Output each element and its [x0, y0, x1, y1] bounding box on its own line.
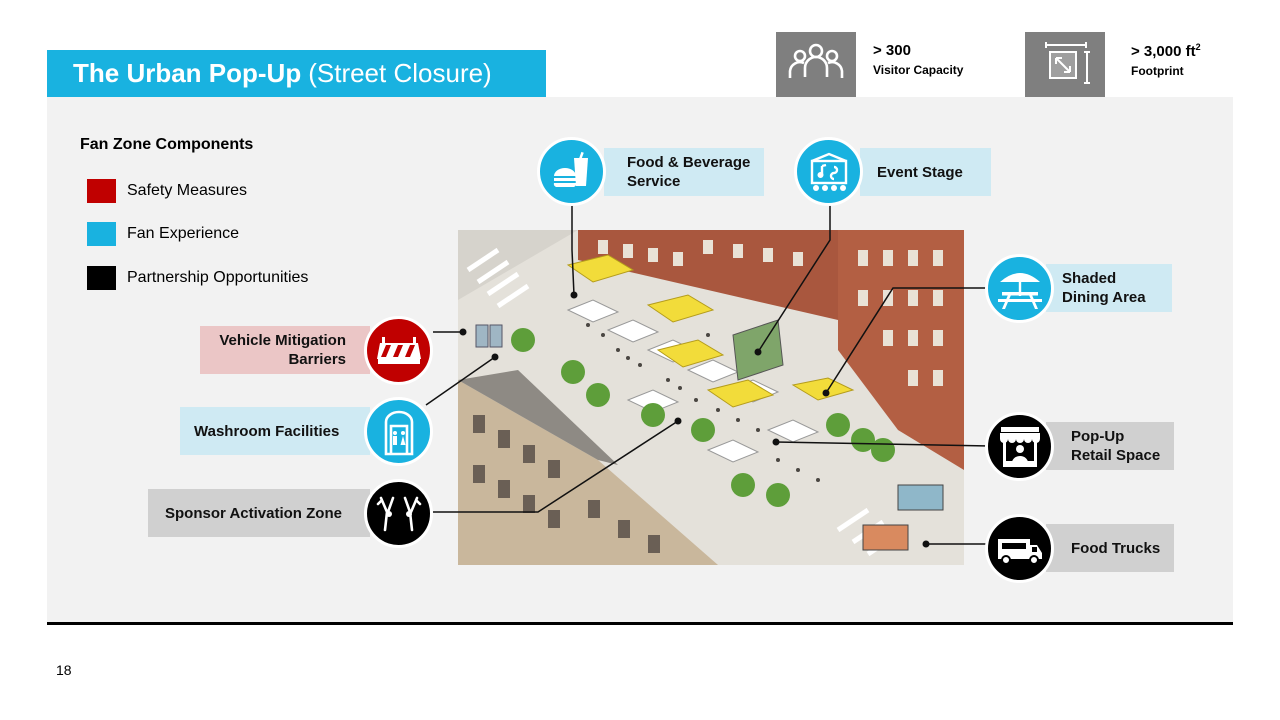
street-festival-illustration — [458, 230, 964, 565]
legend-swatch-safety — [87, 179, 116, 203]
visitor-capacity-label: Visitor Capacity — [873, 63, 964, 77]
picnic-umbrella-icon — [985, 254, 1054, 323]
washroom-callout: Washroom Facilities — [180, 407, 370, 455]
legend-swatch-fan-experience — [87, 222, 116, 246]
page-number: 18 — [56, 662, 72, 678]
food-drink-icon — [537, 137, 606, 206]
people-group-icon — [788, 43, 844, 78]
visitor-capacity-value: > 300 — [873, 42, 911, 59]
food-beverage-text: Food & Beverage Service — [627, 153, 750, 191]
title-light-text: (Street Closure) — [308, 58, 492, 88]
food-trucks-label: Food Trucks — [1071, 539, 1161, 557]
footprint-superscript: 2 — [1195, 42, 1201, 52]
vehicle-barriers-line1: Vehicle Mitigation — [219, 332, 346, 349]
food-trucks-callout: Food Trucks — [1046, 524, 1174, 572]
retail-text: Pop-Up Retail Space — [1071, 427, 1160, 465]
footprint-icon-box — [1025, 32, 1105, 97]
retail-line1: Pop-Up — [1071, 428, 1125, 445]
shaded-dining-line1: Shaded — [1062, 270, 1117, 287]
footprint-label: Footprint — [1131, 64, 1184, 78]
slide-title: The Urban Pop-Up (Street Closure) — [47, 50, 546, 97]
bottom-rule — [47, 622, 1233, 625]
washroom-label: Washroom Facilities — [194, 422, 340, 440]
event-stage-label: Event Stage — [877, 163, 963, 181]
vehicle-barriers-text: Vehicle Mitigation Barriers — [219, 331, 346, 369]
title-bold-text: The Urban Pop-Up — [73, 58, 302, 88]
shaded-dining-callout: Shaded Dining Area — [1046, 264, 1172, 312]
retail-line2: Retail Space — [1071, 447, 1161, 464]
market-stall-icon — [985, 412, 1054, 481]
shaded-dining-line2: Dining Area — [1062, 289, 1146, 306]
food-beverage-callout: Food & Beverage Service — [604, 148, 764, 196]
visitor-capacity-icon-box — [776, 32, 856, 97]
legend-label-fan-experience: Fan Experience — [127, 225, 240, 242]
retail-callout: Pop-Up Retail Space — [1046, 422, 1174, 470]
footprint-value-text: > 3,000 ft — [1131, 43, 1196, 60]
food-beverage-line2: Service — [627, 173, 681, 190]
sponsor-label: Sponsor Activation Zone — [165, 504, 342, 522]
vehicle-barriers-line2: Barriers — [288, 351, 346, 368]
stage-icon — [794, 137, 863, 206]
footprint-stat: > 3,000 ft2 Footprint — [1131, 42, 1201, 78]
portable-toilet-icon — [364, 397, 433, 466]
legend-swatch-partnership — [87, 266, 116, 290]
legend-title: Fan Zone Components — [80, 136, 254, 153]
food-truck-icon — [985, 514, 1054, 583]
sponsor-callout: Sponsor Activation Zone — [148, 489, 370, 537]
cheering-hands-icon — [364, 479, 433, 548]
visitor-capacity-stat: > 300 Visitor Capacity — [873, 42, 963, 77]
food-beverage-line1: Food & Beverage — [627, 154, 751, 171]
vehicle-barriers-callout: Vehicle Mitigation Barriers — [200, 326, 370, 374]
legend-label-partnership: Partnership Opportunities — [127, 269, 309, 286]
shaded-dining-text: Shaded Dining Area — [1062, 269, 1146, 307]
footprint-value: > 3,000 ft2 — [1131, 42, 1201, 60]
event-stage-callout: Event Stage — [860, 148, 991, 196]
barrier-icon — [364, 316, 433, 385]
area-expand-icon — [1045, 42, 1090, 84]
legend-label-safety: Safety Measures — [127, 182, 248, 199]
